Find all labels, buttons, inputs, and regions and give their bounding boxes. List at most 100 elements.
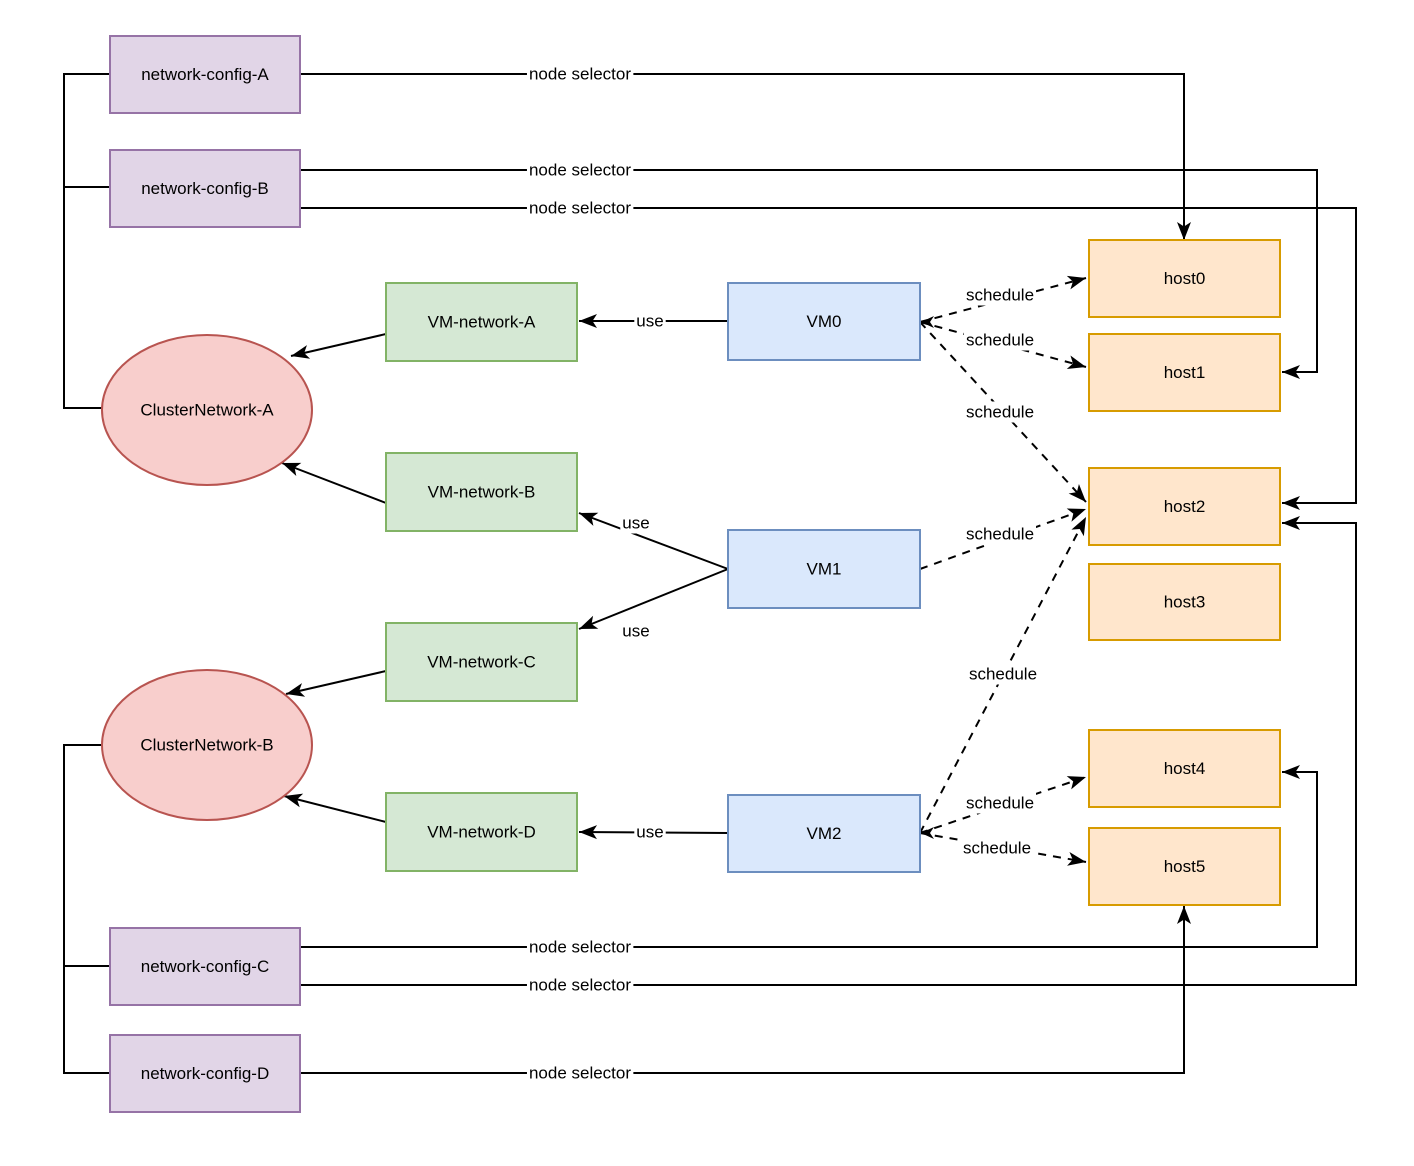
VM0-shape [727,282,921,361]
host4-shape [1088,729,1281,808]
node-VM-network-C: VM-network-C [385,622,578,702]
edge-label-text: node selector [529,199,631,218]
edge-label-text: node selector [529,65,631,84]
edge-label-bg [963,792,1037,814]
VM-network-A-shape [385,282,578,362]
node-VM0: VM0 [727,282,921,361]
edge-label-nodeselector-configA-host0: node selector [526,63,634,85]
edge-label-text: schedule [966,525,1034,544]
node-host3: host3 [1088,563,1281,641]
edge-label-nodeselector-configC-host2: node selector [526,974,634,996]
edge-use-vm1-vmnetB [578,512,729,570]
edge-nodeselector-configB-host1 [300,169,1318,379]
edge-label-bg [966,663,1040,685]
node-VM-network-B: VM-network-B [385,452,578,532]
edge-use-vm1-vmnetC [578,568,729,630]
host3-shape [1088,563,1281,641]
node-label-network-config-C: network-config-C [141,957,270,976]
ClusterNetwork-B-shape [101,669,313,821]
node-layer: network-config-A network-config-B network-… [101,35,1281,1113]
edge-label-text: use [622,622,649,641]
edge-label-use-vm1-vmnetB: use [620,512,652,534]
edge-label-schedule-vm2-host4: schedule [963,792,1037,814]
edge-label-schedule-vm2-host5: schedule [960,837,1034,859]
VM-network-C-shape [385,622,578,702]
node-label-VM-network-B: VM-network-B [428,483,536,502]
node-host2: host2 [1088,467,1281,546]
node-label-host0: host0 [1164,269,1206,288]
edge-label-bg [526,159,634,181]
node-host5: host5 [1088,827,1281,906]
node-host0: host0 [1088,239,1281,318]
node-ClusterNetwork-B: ClusterNetwork-B [101,669,313,821]
VM1-shape [727,529,921,609]
host0-shape [1088,239,1281,318]
node-label-host5: host5 [1164,857,1206,876]
node-ClusterNetwork-A: ClusterNetwork-A [101,334,313,486]
edge-rail-clusterA-configA [63,73,110,409]
network-config-C-shape [109,927,301,1006]
edge-label-nodeselector-configB-host2: node selector [526,197,634,219]
node-label-ClusterNetwork-B: ClusterNetwork-B [140,736,273,755]
node-label-host3: host3 [1164,593,1206,612]
edge-label-bg [634,821,666,843]
node-VM1: VM1 [727,529,921,609]
node-label-VM2: VM2 [807,824,842,843]
edge-label-text: node selector [529,161,631,180]
edge-label-schedule-vm0-host1: schedule [963,329,1037,351]
edge-label-bg [526,974,634,996]
node-label-VM-network-D: VM-network-D [427,823,536,842]
node-VM-network-D: VM-network-D [385,792,578,872]
edge-label-bg [526,197,634,219]
edge-label-use-vm0-vmnetA: use [634,310,666,332]
node-label-VM-network-A: VM-network-A [428,313,536,332]
edge-label-text: schedule [966,794,1034,813]
node-label-network-config-B: network-config-B [141,179,269,198]
edge-label-text: node selector [529,1064,631,1083]
node-label-network-config-D: network-config-D [141,1064,270,1083]
VM-network-B-shape [385,452,578,532]
network-config-A-shape [109,35,301,114]
edge-link-vmnetC-clusterB [285,670,387,697]
edge-nodeselector-configD-host5 [300,906,1191,1074]
edge-link-vmnetD-clusterB [283,793,387,823]
edge-label-nodeselector-configD-host5: node selector [526,1062,634,1084]
edge-label-schedule-vm0-host2: schedule [963,401,1037,423]
edge-label-bg [963,284,1037,306]
VM2-shape [727,794,921,873]
host2-shape [1088,467,1281,546]
host5-shape [1088,827,1281,906]
edge-label-text: schedule [969,665,1037,684]
edge-label-bg [526,63,634,85]
node-network-config-B: network-config-B [109,149,301,228]
node-label-host1: host1 [1164,363,1206,382]
edge-label-text: use [622,514,649,533]
edge-label-nodeselector-configC-host4: node selector [526,936,634,958]
ClusterNetwork-A-shape [101,334,313,486]
VM-network-D-shape [385,792,578,872]
edge-link-vmnetA-clusterA [290,333,387,359]
node-label-VM-network-C: VM-network-C [427,653,536,672]
edge-label-bg [620,620,652,642]
edge-label-text: schedule [966,331,1034,350]
network-config-D-shape [109,1034,301,1113]
edge-label-use-vm1-vmnetC: use [620,620,652,642]
edge-label-bg [526,936,634,958]
edge-label-text: node selector [529,976,631,995]
edge-label-text: schedule [966,286,1034,305]
node-host1: host1 [1088,333,1281,412]
host1-shape [1088,333,1281,412]
edge-nodeselector-configC-host4 [300,765,1318,948]
node-host4: host4 [1088,729,1281,808]
node-network-config-A: network-config-A [109,35,301,114]
edge-label-text: schedule [966,403,1034,422]
network-config-B-shape [109,149,301,228]
edge-label-layer: node selector node selector node selector n… [526,63,1040,1084]
edge-label-text: use [636,312,663,331]
node-network-config-D: network-config-D [109,1034,301,1113]
node-label-network-config-A: network-config-A [141,65,269,84]
edge-schedule-vm2-host5 [919,832,1087,866]
edge-nodeselector-configC-host2 [300,516,1357,986]
edge-label-text: node selector [529,938,631,957]
